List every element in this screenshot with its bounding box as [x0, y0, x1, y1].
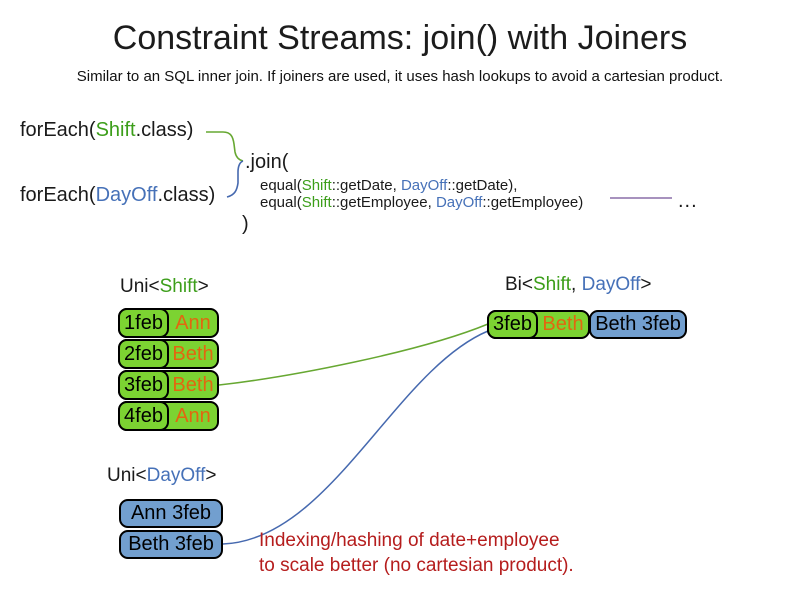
code-text: equal(: [260, 194, 302, 211]
employee-cell: Ann: [175, 312, 211, 334]
page-title: Constraint Streams: join() with Joiners: [112, 19, 688, 57]
uni-dayoff-table: Ann 3feb Beth 3feb: [119, 499, 223, 561]
code-foreach-dayoff: forEach(DayOff.class): [20, 184, 215, 207]
label-text: Uni<: [120, 276, 160, 297]
employee-cell: Beth: [542, 313, 584, 335]
code-text: .class): [135, 119, 194, 141]
indexing-note: Indexing/hashing of date+employee to sca…: [259, 528, 574, 578]
shift-class-token: Shift: [301, 177, 332, 194]
employee-cell: Ann: [175, 405, 211, 427]
uni-shift-table: 1feb Ann 2feb Beth 3feb Beth 4feb Ann: [118, 308, 219, 432]
shift-class-token: Shift: [159, 276, 198, 297]
label-text: Uni<: [107, 465, 147, 486]
shift-row: 2feb Beth: [118, 339, 219, 369]
uni-dayoff-label: Uni<DayOff>: [107, 465, 217, 487]
page-subtitle: Similar to an SQL inner join. If joiners…: [76, 68, 724, 85]
code-joiner-date: equal(Shift::getDate, DayOff::getDate),: [260, 177, 517, 194]
brace-dayoff-to-join: [226, 160, 244, 198]
date-cell: 3feb: [118, 370, 169, 400]
code-joiner-employee: equal(Shift::getEmployee, DayOff::getEmp…: [260, 194, 583, 211]
shift-class-token: Shift: [95, 119, 136, 141]
label-text: >: [205, 465, 217, 486]
date-cell: 4feb: [118, 401, 169, 431]
dayoff-row: Beth 3feb: [119, 530, 223, 559]
label-text: ,: [571, 274, 582, 295]
shift-row: 1feb Ann: [118, 308, 219, 338]
date-cell: 1feb: [118, 308, 169, 338]
connector-dayoff-row-to-bi: [222, 330, 489, 545]
code-text: .class): [157, 184, 216, 206]
code-text: ::getEmployee,: [331, 194, 436, 211]
code-text: equal(: [260, 177, 302, 194]
indexing-note-line1: Indexing/hashing of date+employee: [259, 530, 560, 551]
label-text: >: [640, 274, 652, 295]
code-foreach-shift: forEach(Shift.class): [20, 119, 193, 142]
dayoff-class-token: DayOff: [95, 184, 158, 206]
uni-shift-label: Uni<Shift>: [120, 276, 209, 298]
dayoff-class-token: DayOff: [146, 465, 206, 486]
code-text: ::getDate,: [331, 177, 401, 194]
dayoff-class-token: DayOff: [435, 194, 483, 211]
shift-row: 3feb Beth: [118, 370, 219, 400]
code-join-open: .join(: [245, 151, 289, 173]
code-text: forEach(: [20, 119, 96, 141]
code-text: ::getDate),: [447, 177, 518, 194]
date-cell: 3feb: [487, 310, 538, 339]
indexing-note-line2: to scale better (no cartesian product).: [259, 555, 574, 576]
shift-class-token: Shift: [301, 194, 332, 211]
brace-shift-to-join: [206, 131, 244, 162]
shift-row: 4feb Ann: [118, 401, 219, 431]
more-joiners-ellipsis: ...: [678, 190, 698, 212]
bi-label: Bi<Shift, DayOff>: [505, 274, 651, 296]
code-join-close: ): [242, 213, 249, 235]
label-text: >: [197, 276, 209, 297]
date-cell: 2feb: [118, 339, 169, 369]
employee-cell: Beth: [172, 374, 214, 396]
shift-class-token: Shift: [533, 274, 572, 295]
dayoff-row: Ann 3feb: [119, 499, 223, 528]
dayoff-class-token: DayOff: [400, 177, 448, 194]
label-text: Bi<: [505, 274, 533, 295]
connector-shift-row-to-bi: [218, 323, 489, 386]
code-text: ::getEmployee): [482, 194, 584, 211]
code-text: forEach(: [20, 184, 96, 206]
employee-cell: Beth: [172, 343, 214, 365]
dayoff-class-token: DayOff: [581, 274, 641, 295]
bi-result-row: 3feb Beth Beth 3feb: [487, 310, 687, 339]
bi-shift-part: 3feb Beth: [487, 310, 590, 339]
bi-dayoff-part: Beth 3feb: [589, 310, 687, 339]
